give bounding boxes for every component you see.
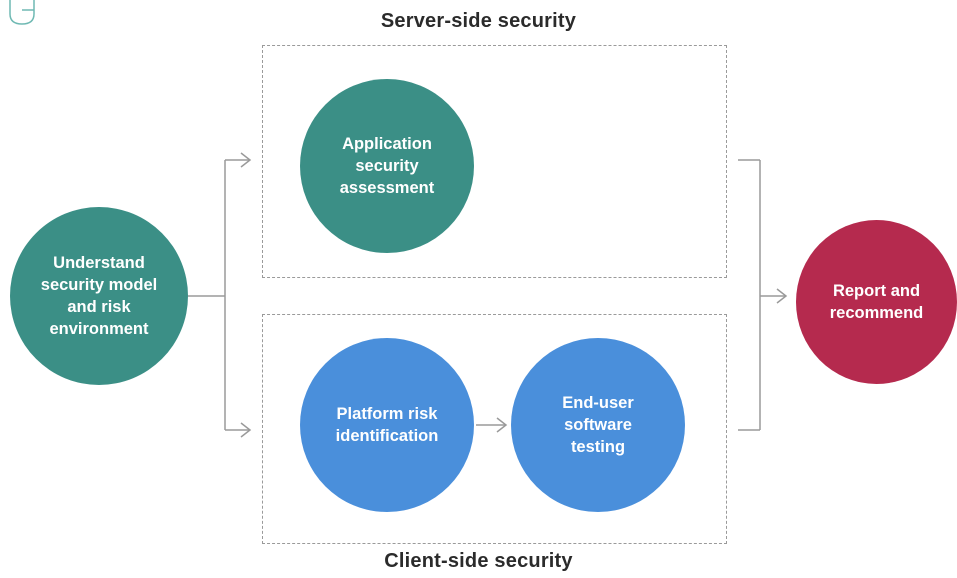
arrow-internal (496, 417, 508, 433)
platform-risk-identification-node: Platform risk identification (300, 338, 474, 512)
arrow-to-report (776, 288, 788, 304)
server-side-group-box (262, 45, 727, 278)
understand-security-label: Understand security model and risk envir… (40, 254, 158, 338)
application-security-assessment-label: Application security assessment (339, 135, 435, 197)
platform-risk-identification-label: Platform risk identification (335, 405, 439, 445)
application-security-assessment-node: Application security assessment (300, 79, 474, 253)
end-user-software-testing-node: End-user software testing (511, 338, 685, 512)
client-side-security-label: Client-side security (384, 550, 573, 572)
logo-icon (9, 0, 35, 25)
client-side-group-box (262, 314, 727, 544)
end-user-software-testing-label: End-user software testing (562, 394, 634, 456)
report-and-recommend-label: Report and recommend (829, 282, 924, 322)
arrow-to-server (240, 152, 252, 168)
understand-security-node: Understand security model and risk envir… (10, 207, 188, 385)
arrow-to-client (240, 422, 252, 438)
server-side-security-label: Server-side security (380, 10, 577, 32)
report-and-recommend-node: Report and recommend (796, 220, 957, 384)
